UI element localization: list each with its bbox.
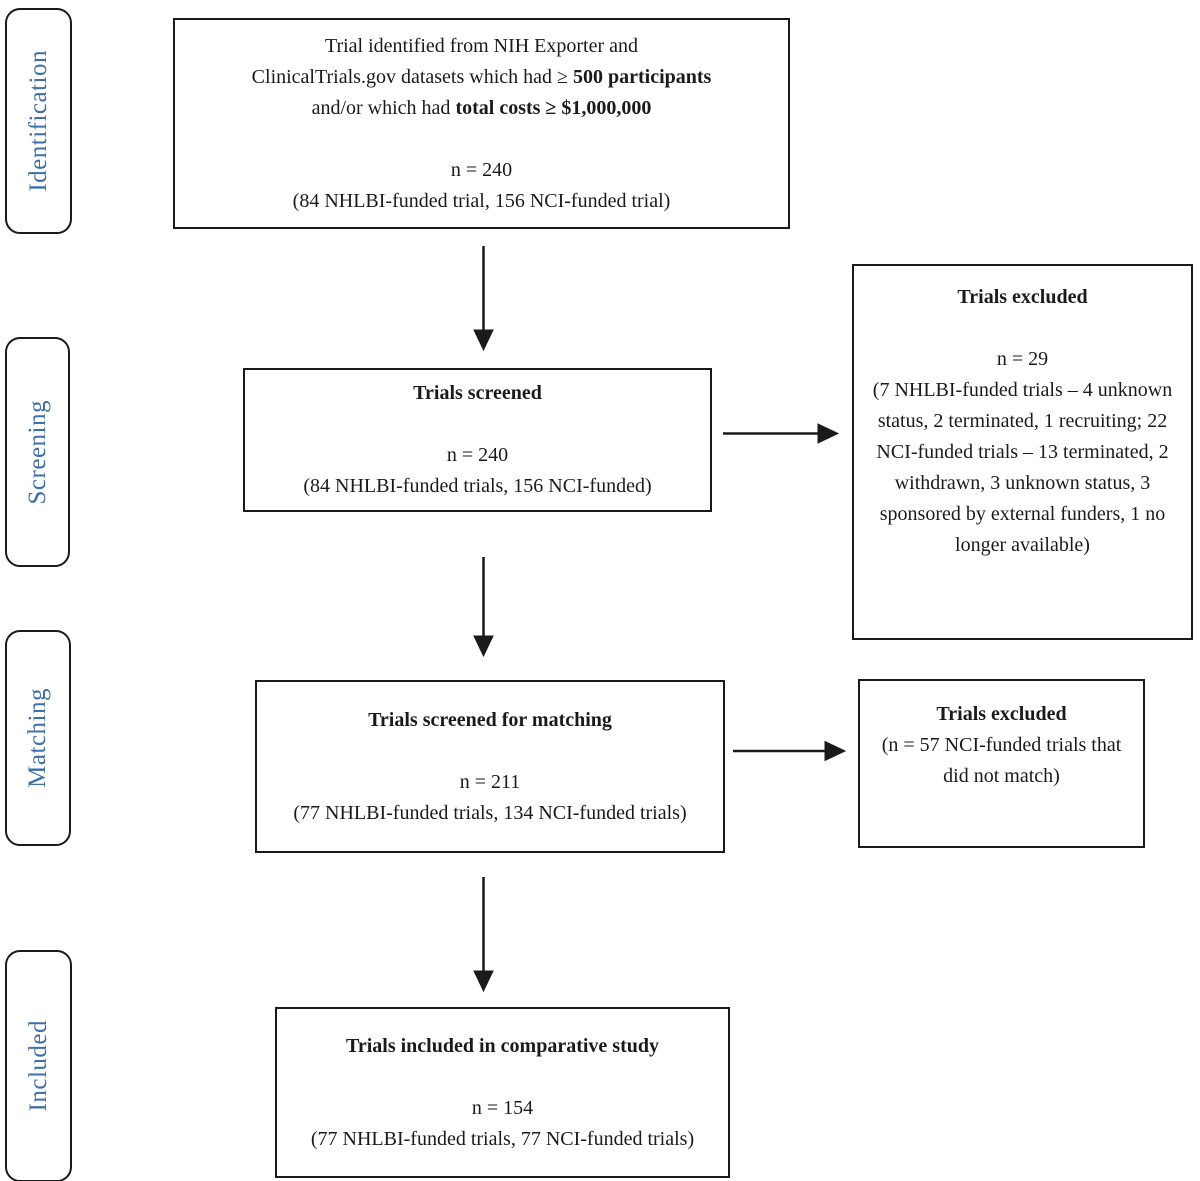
excluded-screening-n-count: n = 29 <box>996 348 1049 370</box>
matching-title: Trials screened for matching <box>368 708 612 731</box>
excluded-screening-title: Trials excluded <box>957 286 1088 308</box>
box-trials-excluded-screening: Trials excluded n = 29 (7 NHLBI-funded t… <box>852 264 1193 640</box>
stage-pill-screening: Screening <box>5 337 70 567</box>
identification-detail: (84 NHLBI-funded trial, 156 NCI-funded t… <box>292 189 671 212</box>
included-n-count: n = 154 <box>471 1096 534 1119</box>
stage-pill-included: Included <box>5 950 72 1181</box>
screened-title: Trials screened <box>413 382 542 404</box>
excluded-screening-detail: (7 NHLBI-funded trials – 4 unknown statu… <box>872 379 1173 556</box>
included-title: Trials included in comparative study <box>346 1034 659 1057</box>
box-trials-excluded-matching: Trials excluded (n = 57 NCI-funded trial… <box>858 679 1145 848</box>
screened-n-count: n = 240 <box>446 444 509 466</box>
box-trials-identified: Trial identified from NIH Exporter and C… <box>173 18 790 229</box>
box-trials-included: Trials included in comparative study n =… <box>275 1007 730 1178</box>
stage-pill-matching: Matching <box>5 630 71 846</box>
matching-detail: (77 NHLBI-funded trials, 134 NCI-funded … <box>293 801 687 824</box>
identification-criteria-text: Trial identified from NIH Exporter and C… <box>251 34 712 119</box>
screened-detail: (84 NHLBI-funded trials, 156 NCI-funded) <box>303 475 652 497</box>
excluded-matching-detail: (n = 57 NCI-funded trials that did not m… <box>881 734 1122 787</box>
identification-n-count: n = 240 <box>450 158 513 181</box>
stage-label-screening: Screening <box>23 399 51 505</box>
stage-label-included: Included <box>24 1020 52 1112</box>
arrow-matching-to-excluded <box>733 740 847 762</box>
box-trials-screened: Trials screened n = 240 (84 NHLBI-funded… <box>243 368 712 512</box>
stage-label-identification: Identification <box>24 50 52 192</box>
arrow-screened-to-matching <box>473 557 494 658</box>
excluded-matching-title: Trials excluded <box>936 703 1067 725</box>
stage-pill-identification: Identification <box>5 8 72 234</box>
box-trials-screened-for-matching: Trials screened for matching n = 211 (77… <box>255 680 725 853</box>
arrow-screened-to-excluded <box>723 423 840 444</box>
included-detail: (77 NHLBI-funded trials, 77 NCI-funded t… <box>310 1127 695 1150</box>
matching-n-count: n = 211 <box>459 770 521 793</box>
arrow-identified-to-screened <box>473 246 494 352</box>
arrow-matching-to-included <box>473 877 494 993</box>
stage-label-matching: Matching <box>24 688 51 788</box>
